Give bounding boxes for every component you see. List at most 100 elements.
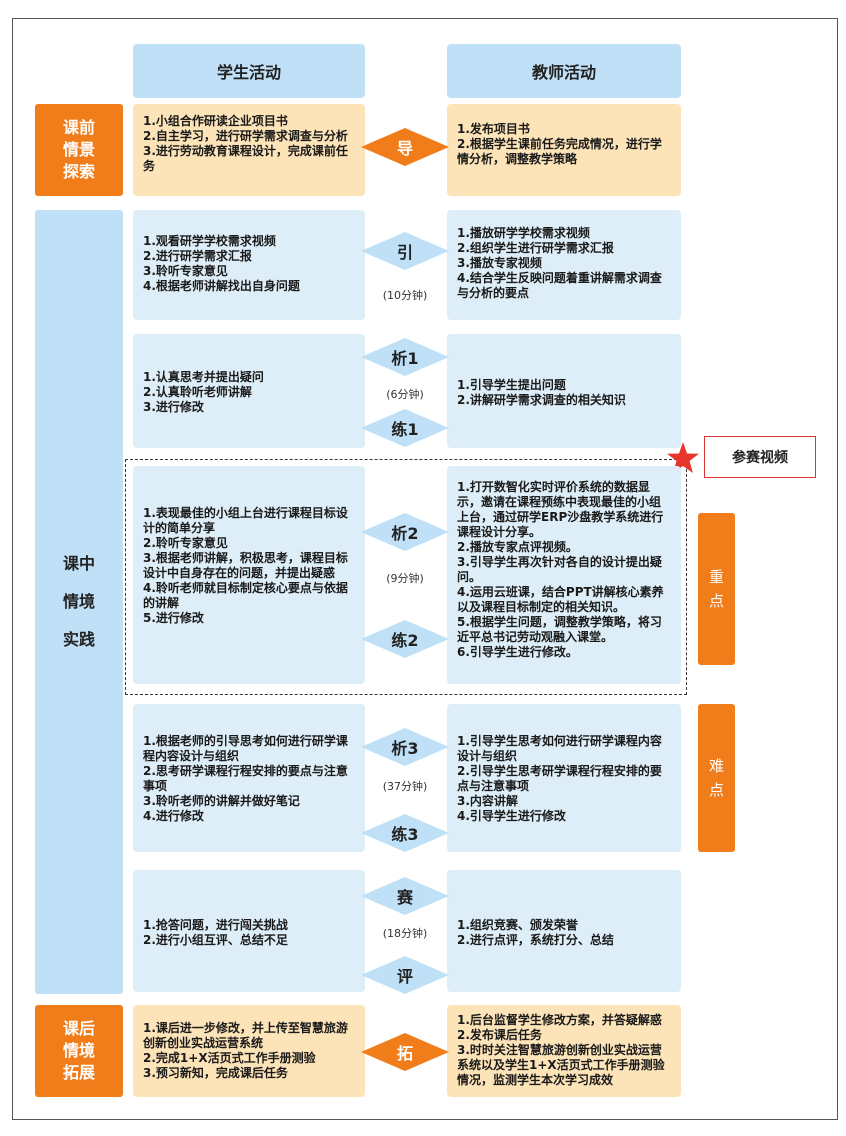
stage-pre-class: 课前 情景 探索 bbox=[35, 104, 123, 196]
list-item: 1.后台监督学生修改方案，并答疑解惑 bbox=[457, 1013, 662, 1027]
list-item: 1.根据老师的引导思考如何进行研学课程内容设计与组织 bbox=[143, 734, 348, 763]
duration-label: (6分钟) bbox=[386, 388, 424, 401]
stage-step-diamond: 拓 bbox=[361, 1033, 449, 1071]
diamond-shape bbox=[361, 814, 449, 852]
stage-step-diamond: 析1 bbox=[361, 338, 449, 376]
step-label: 导 bbox=[396, 139, 413, 158]
diamond-shape bbox=[361, 513, 449, 551]
step-label: 练1 bbox=[391, 420, 419, 439]
stage-step-diamond: 评 bbox=[361, 956, 449, 994]
stage-in-class: 课中 情境 实践 bbox=[35, 210, 123, 994]
stage-step-diamond: 练3 bbox=[361, 814, 449, 852]
diamond-shape bbox=[361, 1033, 449, 1071]
key-point-tag: 重 点 bbox=[698, 513, 735, 665]
list-item: 2.播放专家点评视频。 bbox=[457, 540, 578, 554]
list-item: 2.引导学生思考研学课程行程安排的要点与注意事项 bbox=[457, 764, 662, 793]
list-item: 6.引导学生进行修改。 bbox=[457, 645, 578, 659]
stage-step-diamond: 导 bbox=[361, 128, 449, 166]
list-item: 4.引导学生进行修改 bbox=[457, 809, 566, 823]
list-item: 1.打开数智化实时评价系统的数据显示，邀请在课程预练中表现最佳的小组上台，通过研… bbox=[457, 480, 664, 539]
diamond-shape bbox=[361, 338, 449, 376]
list-item: 2.聆听专家意见 bbox=[143, 536, 228, 550]
list-item: 1.组织竞赛、颁发荣誉 bbox=[457, 918, 578, 932]
list-item: 3.引导学生再次针对各自的设计提出疑问。 bbox=[457, 555, 662, 584]
list-item: 5.根据学生问题，调整教学策略，将习近平总书记劳动观融入课堂。 bbox=[457, 615, 662, 644]
diamond-shape bbox=[361, 128, 449, 166]
diamond-shape bbox=[361, 877, 449, 915]
diamond-shape bbox=[361, 409, 449, 447]
list-item: 3.聆听专家意见 bbox=[143, 264, 228, 278]
stage-step-diamond: 赛 bbox=[361, 877, 449, 915]
list-item: 3.进行劳动教育课程设计，完成课前任务 bbox=[143, 144, 348, 173]
stage-step-diamond: 练1 bbox=[361, 409, 449, 447]
list-item: 3.播放专家视频 bbox=[457, 256, 542, 270]
student-activity-header: 学生活动 bbox=[133, 44, 365, 98]
list-item: 3.时时关注智慧旅游创新创业实战运营系统以及学生1+X活页式工作手册测验情况，监… bbox=[457, 1043, 665, 1087]
outer-frame bbox=[12, 18, 838, 1120]
list-item: 3.聆听老师的讲解并做好笔记 bbox=[143, 794, 300, 808]
teacher-activity-box: 1.打开数智化实时评价系统的数据显示，邀请在课程预练中表现最佳的小组上台，通过研… bbox=[447, 466, 681, 684]
list-item: 1.认真思考并提出疑问 bbox=[143, 370, 264, 384]
diamond-shape bbox=[361, 620, 449, 658]
teacher-activity-header: 教师活动 bbox=[447, 44, 681, 98]
step-label: 引 bbox=[396, 243, 413, 262]
step-label: 析3 bbox=[391, 739, 419, 758]
difficult-point-tag: 难 点 bbox=[698, 704, 735, 852]
step-label: 析2 bbox=[391, 524, 419, 543]
diamond-shape bbox=[361, 232, 449, 270]
list-item: 5.进行修改 bbox=[143, 611, 204, 625]
list-item: 3.内容讲解 bbox=[457, 794, 518, 808]
step-label: 练2 bbox=[391, 631, 419, 650]
step-label: 评 bbox=[396, 967, 413, 986]
list-item: 1.抢答问题，进行闯关挑战 bbox=[143, 918, 288, 932]
list-item: 4.运用云班课，结合PPT讲解核心素养以及课程目标制定的相关知识。 bbox=[457, 585, 664, 614]
step-label: 拓 bbox=[396, 1044, 413, 1063]
list-item: 2.认真聆听老师讲解 bbox=[143, 385, 252, 399]
list-item: 4.根据老师讲解找出自身问题 bbox=[143, 279, 300, 293]
list-item: 2.完成1+X活页式工作手册测验 bbox=[143, 1051, 316, 1065]
stage-step-diamond: 练2 bbox=[361, 620, 449, 658]
list-item: 4.聆听老师就目标制定核心要点与依据的讲解 bbox=[143, 581, 348, 610]
duration-label: (37分钟) bbox=[382, 780, 428, 793]
stage-step-diamond: 析2 bbox=[361, 513, 449, 551]
stage-step-diamond: 析3 bbox=[361, 728, 449, 766]
list-item: 3.根据老师讲解，积极思考，课程目标设计中自身存在的问题，并提出疑惑 bbox=[143, 551, 348, 580]
list-item: 4.结合学生反映问题着重讲解需求调查与分析的要点 bbox=[457, 271, 662, 300]
list-item: 3.进行修改 bbox=[143, 400, 204, 414]
duration-label: (18分钟) bbox=[382, 927, 428, 940]
diamond-shape bbox=[361, 728, 449, 766]
list-item: 2.组织学生进行研学需求汇报 bbox=[457, 241, 614, 255]
list-item: 1.引导学生思考如何进行研学课程内容设计与组织 bbox=[457, 734, 662, 763]
diamond-shape bbox=[361, 956, 449, 994]
competition-video-button[interactable]: 参赛视频 bbox=[704, 436, 816, 478]
list-item: 1.观看研学学校需求视频 bbox=[143, 234, 276, 248]
list-item: 1.小组合作研读企业项目书 bbox=[143, 114, 288, 128]
list-item: 1.播放研学学校需求视频 bbox=[457, 226, 590, 240]
list-item: 1.表现最佳的小组上台进行课程目标设计的简单分享 bbox=[143, 506, 348, 535]
list-item: 2.发布课后任务 bbox=[457, 1028, 542, 1042]
step-label: 析1 bbox=[391, 349, 419, 368]
stage-step-diamond: 引 bbox=[361, 232, 449, 270]
